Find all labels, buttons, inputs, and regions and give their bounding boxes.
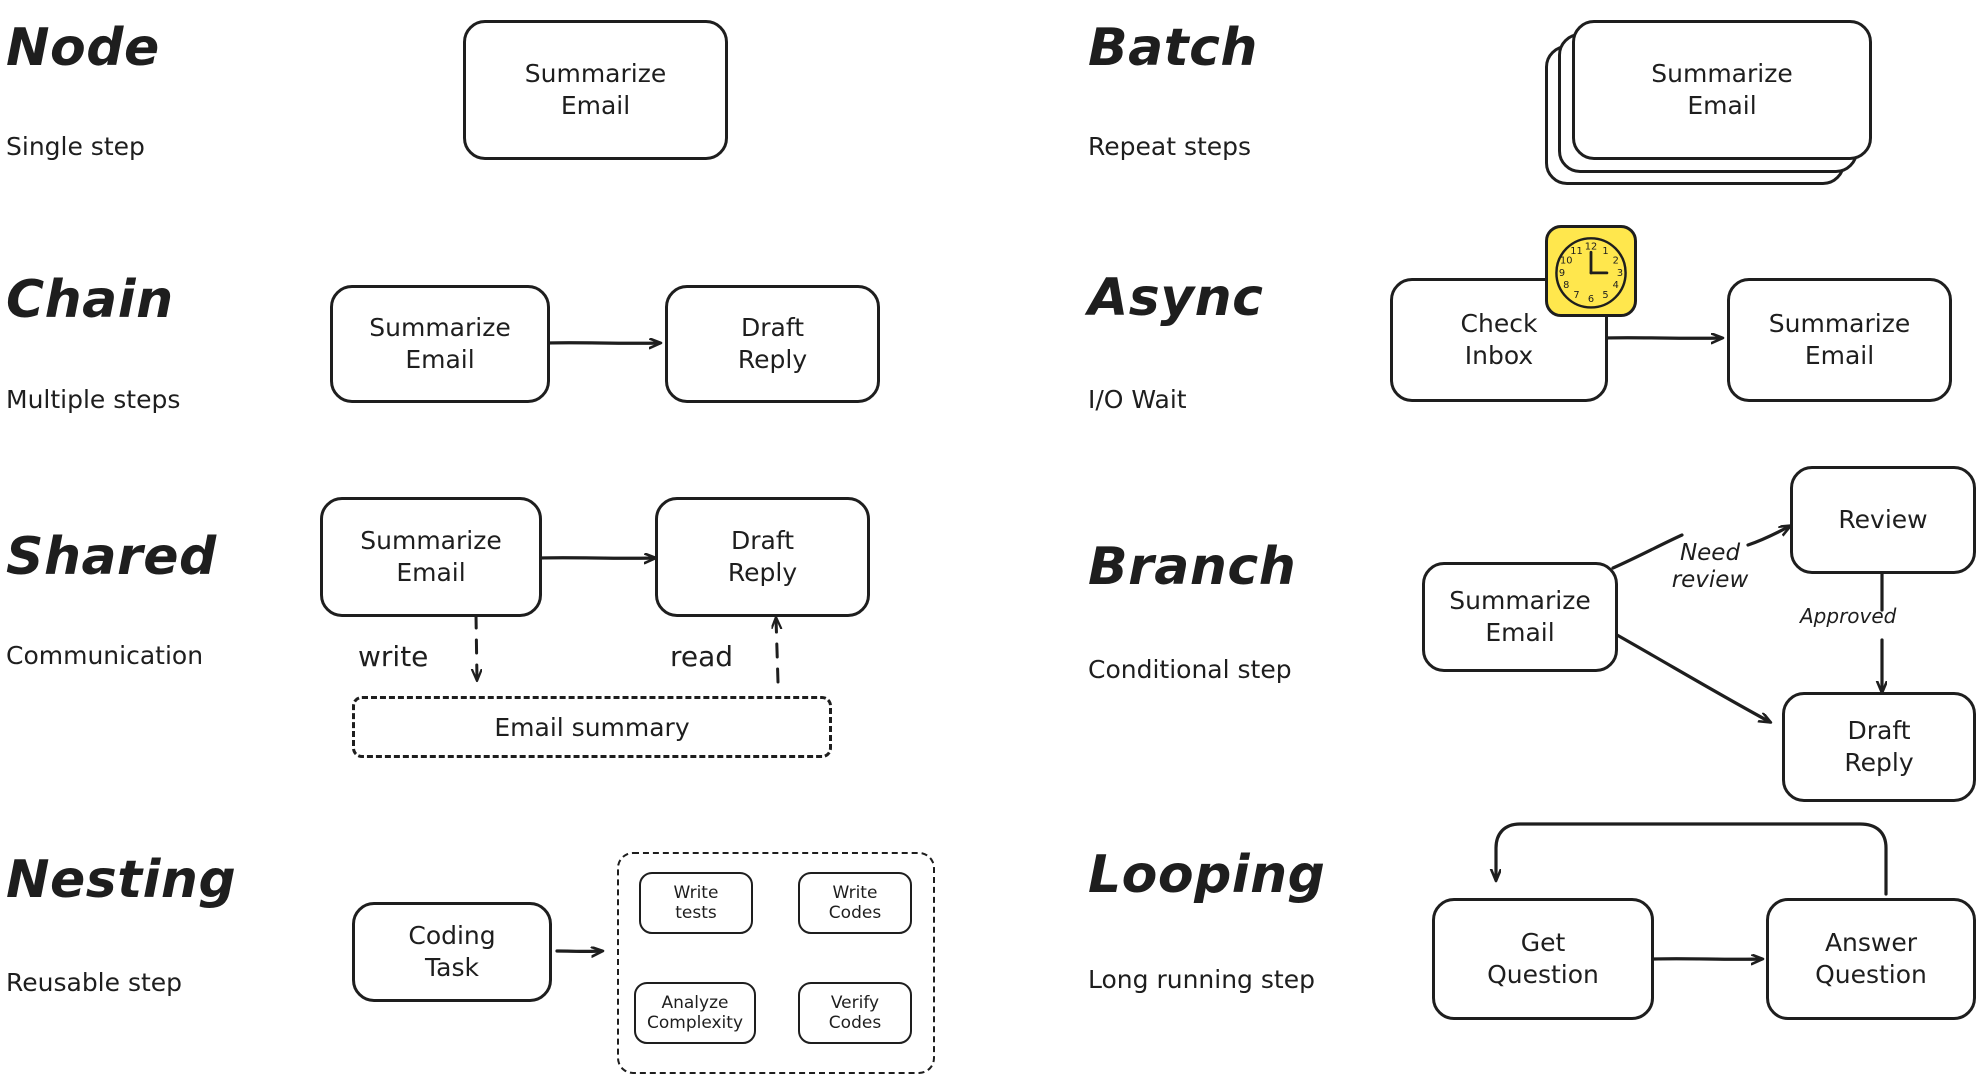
looping-arrow-forward [1652,959,1762,960]
pattern-title-shared: Shared [6,527,217,587]
pattern-subtitle-batch: Repeat steps [1088,132,1252,161]
async-arrow [1603,338,1722,339]
branch-node-draft-reply[interactable]: Draft Reply [1782,692,1976,802]
chain-node-summarize-email[interactable]: Summarize Email [330,285,550,403]
branch-edge-label-approved: Approved [1800,604,1897,628]
svg-text:6: 6 [1588,294,1594,305]
svg-text:10: 10 [1560,256,1572,267]
pattern-subtitle-chain: Multiple steps [6,385,181,414]
svg-text:4: 4 [1613,280,1619,291]
svg-text:12: 12 [1585,242,1597,253]
svg-text:7: 7 [1573,290,1579,301]
nesting-node-coding-task[interactable]: Coding Task [352,902,552,1002]
shared-arrow-main [538,558,655,559]
shared-label-write: write [358,640,429,673]
shared-store-email-summary[interactable]: Email summary [352,696,832,758]
nesting-node-verify-codes[interactable]: Verify Codes [798,982,912,1044]
pattern-title-async: Async [1088,268,1264,328]
svg-text:8: 8 [1563,280,1569,291]
nesting-node-write-codes[interactable]: Write Codes [798,872,912,934]
batch-node-summarize-email[interactable]: Summarize Email [1572,20,1872,160]
pattern-subtitle-branch: Conditional step [1088,655,1292,684]
looping-arrow-back [1496,822,1888,896]
looping-node-answer-question[interactable]: Answer Question [1766,898,1976,1020]
nesting-node-analyze-complexity[interactable]: Analyze Complexity [634,982,756,1044]
pattern-subtitle-nesting: Reusable step [6,968,183,997]
svg-text:2: 2 [1613,256,1619,267]
svg-text:3: 3 [1617,268,1623,279]
shared-node-draft-reply[interactable]: Draft Reply [655,497,870,617]
clock-icon: 12 1 2 3 4 5 6 7 8 9 10 11 [1545,225,1637,317]
chain-arrow [546,343,660,344]
nesting-node-write-tests[interactable]: Write tests [639,872,753,934]
branch-arrow-direct [1615,633,1770,722]
shared-label-read: read [670,640,734,673]
pattern-title-nesting: Nesting [6,850,237,910]
chain-node-draft-reply[interactable]: Draft Reply [665,285,880,403]
pattern-title-chain: Chain [6,270,174,330]
looping-node-get-question[interactable]: Get Question [1432,898,1654,1020]
pattern-subtitle-shared: Communication [6,641,204,670]
svg-text:11: 11 [1570,246,1582,257]
pattern-subtitle-node: Single step [6,132,145,161]
pattern-title-batch: Batch [1088,18,1258,78]
node-summarize-email[interactable]: Summarize Email [463,20,728,160]
branch-arrow-need-review [1611,526,1790,570]
branch-edge-label-need-review: Need review [1671,540,1749,594]
branch-node-summarize-email[interactable]: Summarize Email [1422,562,1618,672]
branch-node-review[interactable]: Review [1790,466,1976,574]
svg-text:5: 5 [1602,290,1608,301]
svg-text:9: 9 [1559,268,1565,279]
pattern-subtitle-async: I/O Wait [1088,385,1187,414]
pattern-title-node: Node [6,18,160,78]
shared-arrow-write [476,613,477,680]
pattern-title-branch: Branch [1088,537,1297,597]
pattern-title-looping: Looping [1088,845,1326,905]
shared-arrow-read [776,618,778,684]
svg-text:1: 1 [1602,246,1608,257]
pattern-subtitle-looping: Long running step [1088,965,1315,994]
async-node-summarize-email[interactable]: Summarize Email [1727,278,1952,402]
shared-node-summarize-email[interactable]: Summarize Email [320,497,542,617]
